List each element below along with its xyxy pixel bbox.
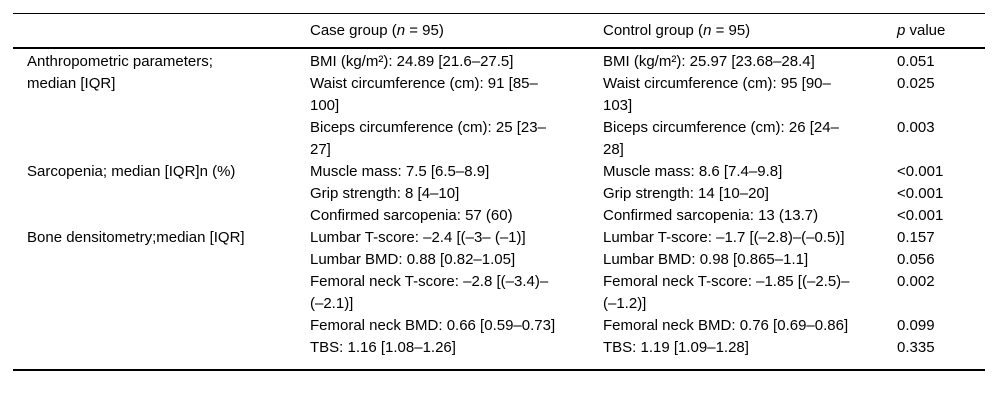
group-label-anthropometric: Anthropometric parameters; median [IQR] — [27, 53, 213, 92]
italic-n-symbol: n — [396, 22, 406, 39]
p-value-cell: 0.002 — [897, 273, 935, 290]
group-label-bone-densitometry: Bone densitometry;median [IQR] — [27, 229, 245, 246]
p-value-cell: 0.157 — [897, 229, 935, 246]
table-row: TBS: 1.16 [1.08–1.26] TBS: 1.19 [1.09–1.… — [13, 337, 985, 370]
group-label-sarcopenia: Sarcopenia; median [IQR]n (%) — [27, 163, 236, 180]
col-header-case-suffix: = 95) — [405, 22, 444, 39]
table-row: Femoral neck BMD: 0.66 [0.59–0.73] Femor… — [13, 315, 985, 337]
case-value-cell: Waist circumference (cm): 91 [85–100] — [310, 75, 538, 114]
control-value-cell: Muscle mass: 8.6 [7.4–9.8] — [603, 163, 783, 180]
table-row: Confirmed sarcopenia: 57 (60) Confirmed … — [13, 205, 985, 227]
case-value-cell: Femoral neck T-score: –2.8 [(–3.4)–(–2.1… — [310, 273, 549, 312]
control-value-cell: TBS: 1.19 [1.09–1.28] — [603, 339, 749, 356]
control-value-cell: Lumbar BMD: 0.98 [0.865–1.1] — [603, 251, 809, 268]
case-value-cell: Biceps circumference (cm): 25 [23–27] — [310, 119, 546, 158]
p-value-cell: 0.099 — [897, 317, 935, 334]
col-header-case: Case group (n = 95) — [310, 13, 603, 49]
case-value-cell: Grip strength: 8 [4–10] — [310, 185, 460, 202]
case-value-cell: TBS: 1.16 [1.08–1.26] — [310, 339, 456, 356]
control-value-cell: Waist circumference (cm): 95 [90–103] — [603, 75, 831, 114]
p-value-cell: 0.335 — [897, 339, 935, 356]
p-value-cell: 0.025 — [897, 75, 935, 92]
control-value-cell: Femoral neck BMD: 0.76 [0.69–0.86] — [603, 317, 849, 334]
case-value-cell: BMI (kg/m²): 24.89 [21.6–27.5] — [310, 53, 514, 70]
italic-p-symbol: p — [897, 22, 906, 39]
table-row: Waist circumference (cm): 91 [85–100] Wa… — [13, 73, 985, 117]
table-row: Lumbar BMD: 0.88 [0.82–1.05] Lumbar BMD:… — [13, 249, 985, 271]
results-table-container: Case group (n = 95) Control group (n = 9… — [13, 13, 985, 371]
results-table: Case group (n = 95) Control group (n = 9… — [13, 13, 985, 371]
col-header-pvalue-text: value — [905, 22, 946, 39]
col-header-pvalue: p value — [897, 13, 985, 49]
table-row: Anthropometric parameters; median [IQR] … — [13, 48, 985, 92]
table-row: Grip strength: 8 [4–10] Grip strength: 1… — [13, 183, 985, 205]
control-value-cell: Biceps circumference (cm): 26 [24–28] — [603, 119, 839, 158]
table-row: Sarcopenia; median [IQR]n (%) Muscle mas… — [13, 161, 985, 183]
table-row: Biceps circumference (cm): 25 [23–27] Bi… — [13, 117, 985, 161]
italic-n-symbol: n — [703, 22, 712, 39]
control-value-cell: Femoral neck T-score: –1.85 [(–2.5)–(–1.… — [603, 273, 850, 312]
case-value-cell: Femoral neck BMD: 0.66 [0.59–0.73] — [310, 317, 556, 334]
control-value-cell: Grip strength: 14 [10–20] — [603, 185, 769, 202]
p-value-cell: 0.003 — [897, 119, 935, 136]
case-value-cell: Lumbar T-score: –2.4 [(–3– (–1)] — [310, 229, 526, 246]
case-value-cell: Lumbar BMD: 0.88 [0.82–1.05] — [310, 251, 516, 268]
table-row: Bone densitometry;median [IQR] Lumbar T-… — [13, 227, 985, 249]
col-header-control-text: Control group ( — [603, 22, 704, 39]
p-value-cell: <0.001 — [897, 207, 944, 224]
table-header-row: Case group (n = 95) Control group (n = 9… — [13, 13, 985, 49]
control-value-cell: Confirmed sarcopenia: 13 (13.7) — [603, 207, 819, 224]
control-value-cell: BMI (kg/m²): 25.97 [23.68–28.4] — [603, 53, 815, 70]
case-value-cell: Muscle mass: 7.5 [6.5–8.9] — [310, 163, 490, 180]
col-header-case-text: Case group ( — [310, 22, 397, 39]
p-value-cell: <0.001 — [897, 163, 944, 180]
col-header-control-suffix: = 95) — [711, 22, 751, 39]
table-row: Femoral neck T-score: –2.8 [(–3.4)–(–2.1… — [13, 271, 985, 315]
p-value-cell: <0.001 — [897, 185, 944, 202]
control-value-cell: Lumbar T-score: –1.7 [(–2.8)–(–0.5)] — [603, 229, 845, 246]
p-value-cell: 0.051 — [897, 53, 935, 70]
p-value-cell: 0.056 — [897, 251, 935, 268]
col-header-empty — [13, 13, 310, 49]
case-value-cell: Confirmed sarcopenia: 57 (60) — [310, 207, 513, 224]
col-header-control: Control group (n = 95) — [603, 13, 897, 49]
